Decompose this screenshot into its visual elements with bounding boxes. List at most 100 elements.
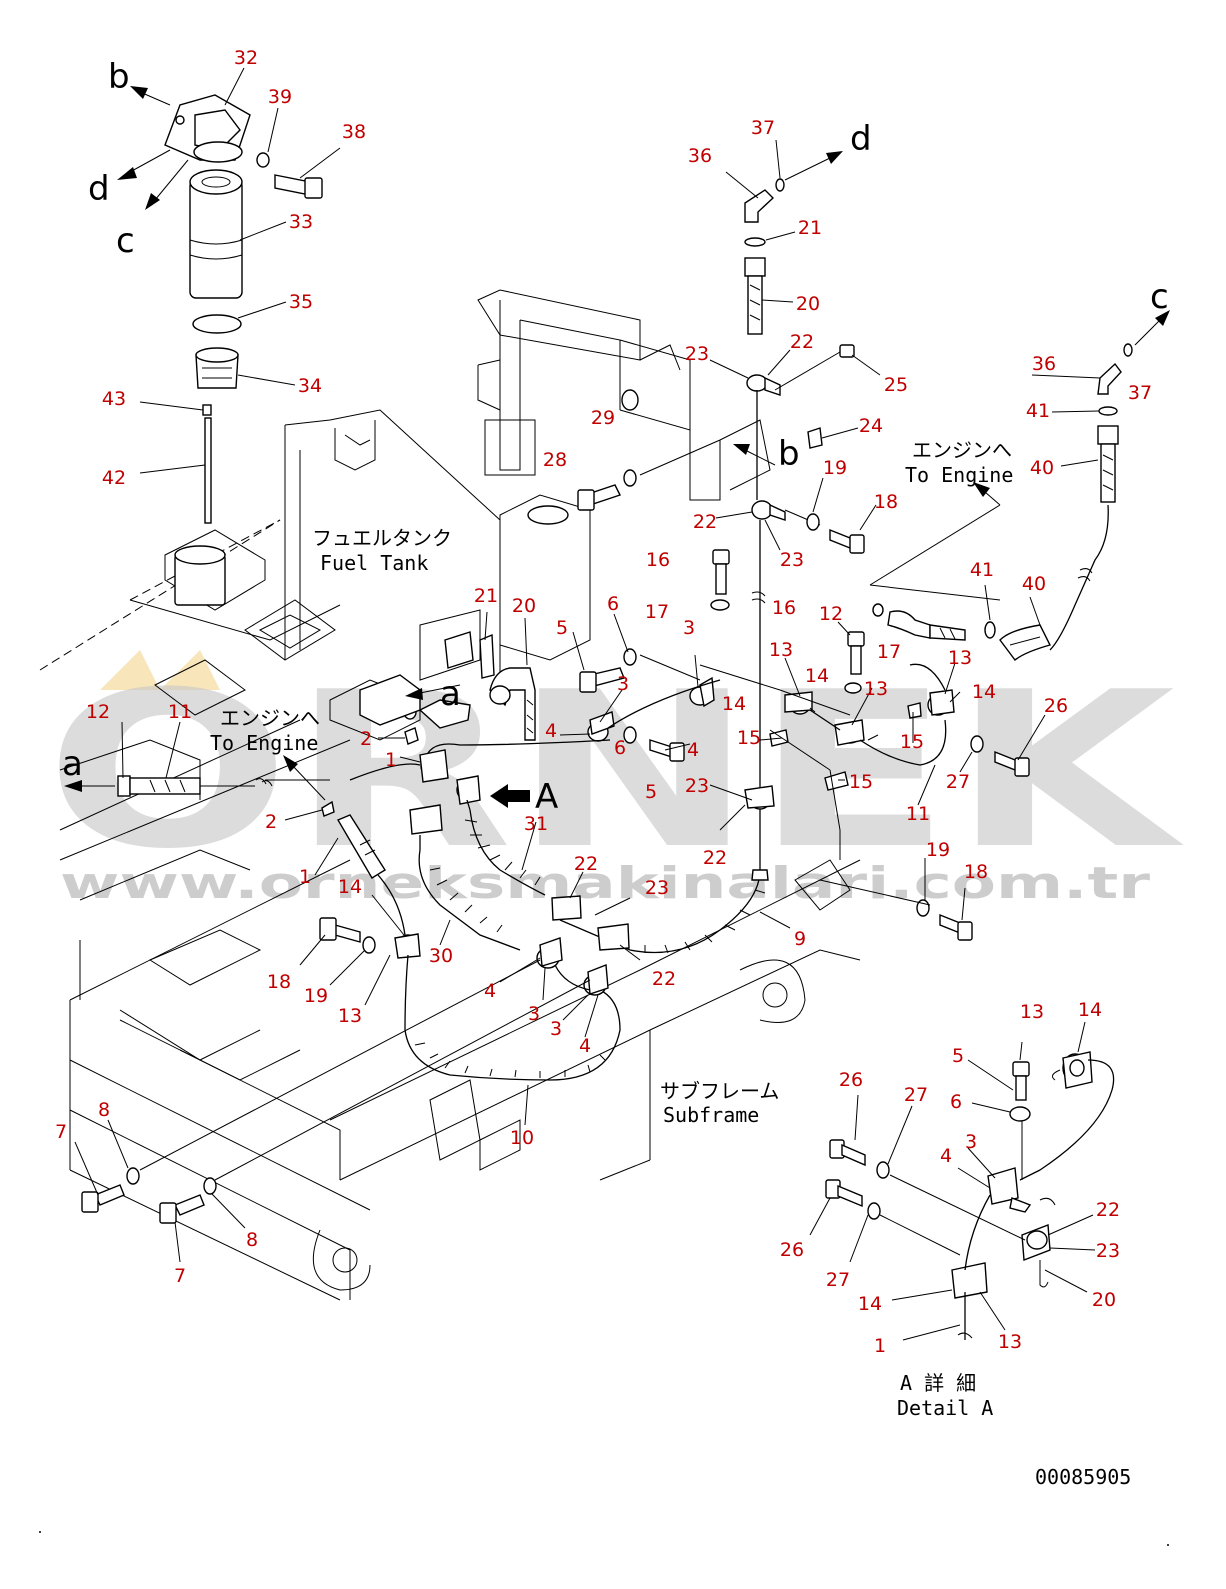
subframe-label-jp: サブフレーム bbox=[660, 1079, 779, 1103]
callout-16: 16 bbox=[772, 597, 796, 619]
callout-19: 19 bbox=[304, 985, 328, 1007]
to-engine-label-en-left: To Engine bbox=[210, 731, 318, 755]
callout-19: 19 bbox=[926, 839, 950, 861]
fuel-filter-assembly bbox=[164, 94, 323, 524]
callout-numbers: 32 39 38 33 35 34 43 42 37 36 21 20 23 2… bbox=[55, 47, 1152, 1357]
callout-41: 41 bbox=[1026, 400, 1050, 422]
detail-label-en: Detail A bbox=[897, 1396, 993, 1420]
callout-22: 22 bbox=[652, 968, 676, 990]
callout-12: 12 bbox=[819, 603, 843, 625]
text-labels: フュエルタンク Fuel Tank エンジンへ To Engine エンジンへ … bbox=[210, 438, 1131, 1489]
watermark-brand: ORNEK bbox=[45, 645, 1185, 896]
callout-15: 15 bbox=[849, 771, 873, 793]
callout-7: 7 bbox=[55, 1121, 67, 1143]
callout-14: 14 bbox=[722, 693, 746, 715]
callout-4: 4 bbox=[687, 739, 699, 761]
callout-11: 11 bbox=[168, 701, 192, 723]
callout-23: 23 bbox=[685, 775, 709, 797]
callout-14: 14 bbox=[805, 665, 829, 687]
callout-23: 23 bbox=[685, 343, 709, 365]
detail-a bbox=[825, 1051, 1115, 1340]
callout-29: 29 bbox=[591, 407, 615, 429]
callout-7: 7 bbox=[174, 1265, 186, 1287]
callout-9: 9 bbox=[794, 928, 806, 950]
callout-1: 1 bbox=[874, 1335, 886, 1357]
callout-2: 2 bbox=[360, 728, 372, 750]
callout-2: 2 bbox=[265, 811, 277, 833]
callout-15: 15 bbox=[900, 731, 924, 753]
callout-4: 4 bbox=[940, 1145, 952, 1167]
callout-36: 36 bbox=[1032, 353, 1056, 375]
callout-4: 4 bbox=[579, 1035, 591, 1057]
callout-3: 3 bbox=[683, 617, 695, 639]
callout-13: 13 bbox=[948, 647, 972, 669]
callout-37: 37 bbox=[1128, 382, 1152, 404]
flow-letter-b: b bbox=[778, 434, 800, 474]
corner-dot bbox=[1167, 1544, 1169, 1546]
callout-16: 16 bbox=[646, 549, 670, 571]
callout-18: 18 bbox=[964, 861, 988, 883]
callout-1: 1 bbox=[385, 749, 397, 771]
flow-letter-b: b bbox=[108, 57, 130, 97]
callout-14: 14 bbox=[1078, 999, 1102, 1021]
callout-3: 3 bbox=[617, 673, 629, 695]
callout-37: 37 bbox=[751, 117, 775, 139]
callout-6: 6 bbox=[614, 737, 626, 759]
view-a-letter: A bbox=[535, 777, 558, 817]
callout-42: 42 bbox=[102, 467, 126, 489]
callout-17: 17 bbox=[877, 641, 901, 663]
callout-14: 14 bbox=[972, 681, 996, 703]
flow-arrow-icon bbox=[145, 193, 160, 210]
flow-arrow-icon bbox=[405, 688, 423, 700]
callout-13: 13 bbox=[338, 1005, 362, 1027]
fuel-tank-label-jp: フュエルタンク bbox=[312, 526, 452, 550]
drawing-number: 00085905 bbox=[1035, 1465, 1131, 1489]
callout-22: 22 bbox=[693, 511, 717, 533]
callout-40: 40 bbox=[1030, 457, 1054, 479]
right-hose-line bbox=[869, 343, 1133, 661]
callout-26: 26 bbox=[780, 1239, 804, 1261]
callout-41: 41 bbox=[970, 559, 994, 581]
flow-arrow-icon bbox=[1155, 310, 1170, 326]
callout-21: 21 bbox=[798, 217, 822, 239]
callout-38: 38 bbox=[342, 121, 366, 143]
fuel-tank-label-en: Fuel Tank bbox=[320, 551, 428, 575]
flow-letter-a: a bbox=[440, 674, 461, 714]
flow-letter-d: d bbox=[88, 169, 110, 209]
callout-27: 27 bbox=[904, 1084, 928, 1106]
upper-hose-line bbox=[744, 178, 865, 870]
callout-13: 13 bbox=[864, 678, 888, 700]
callout-14: 14 bbox=[858, 1293, 882, 1315]
flow-arrows bbox=[64, 86, 1170, 808]
callout-34: 34 bbox=[298, 375, 322, 397]
detail-label-jp: A 詳 細 bbox=[900, 1371, 976, 1395]
callout-40: 40 bbox=[1022, 573, 1046, 595]
callout-18: 18 bbox=[874, 491, 898, 513]
callout-10: 10 bbox=[510, 1127, 534, 1149]
callout-1: 1 bbox=[299, 866, 311, 888]
callout-27: 27 bbox=[946, 771, 970, 793]
callout-12: 12 bbox=[86, 701, 110, 723]
flow-letters: b d c d b c a a bbox=[62, 57, 1169, 784]
callout-4: 4 bbox=[545, 720, 557, 742]
callout-4: 4 bbox=[484, 980, 496, 1002]
callout-3: 3 bbox=[528, 1003, 540, 1025]
callout-13: 13 bbox=[1020, 1001, 1044, 1023]
subframe-label-en: Subframe bbox=[663, 1103, 759, 1127]
callout-22: 22 bbox=[1096, 1199, 1120, 1221]
watermark: ORNEK www.orneksmakinalari.com.tr bbox=[45, 645, 1185, 909]
flow-arrow-icon bbox=[733, 444, 750, 455]
callout-5: 5 bbox=[645, 781, 657, 803]
callout-22: 22 bbox=[703, 847, 727, 869]
flow-arrow-icon bbox=[283, 755, 298, 772]
callout-21: 21 bbox=[474, 585, 498, 607]
flow-letter-c: c bbox=[116, 221, 135, 261]
callout-25: 25 bbox=[884, 374, 908, 396]
callout-43: 43 bbox=[102, 388, 126, 410]
callout-26: 26 bbox=[839, 1069, 863, 1091]
callout-3: 3 bbox=[965, 1131, 977, 1153]
frame-outlines bbox=[39, 289, 861, 1301]
callout-23: 23 bbox=[780, 549, 804, 571]
callout-22: 22 bbox=[574, 853, 598, 875]
